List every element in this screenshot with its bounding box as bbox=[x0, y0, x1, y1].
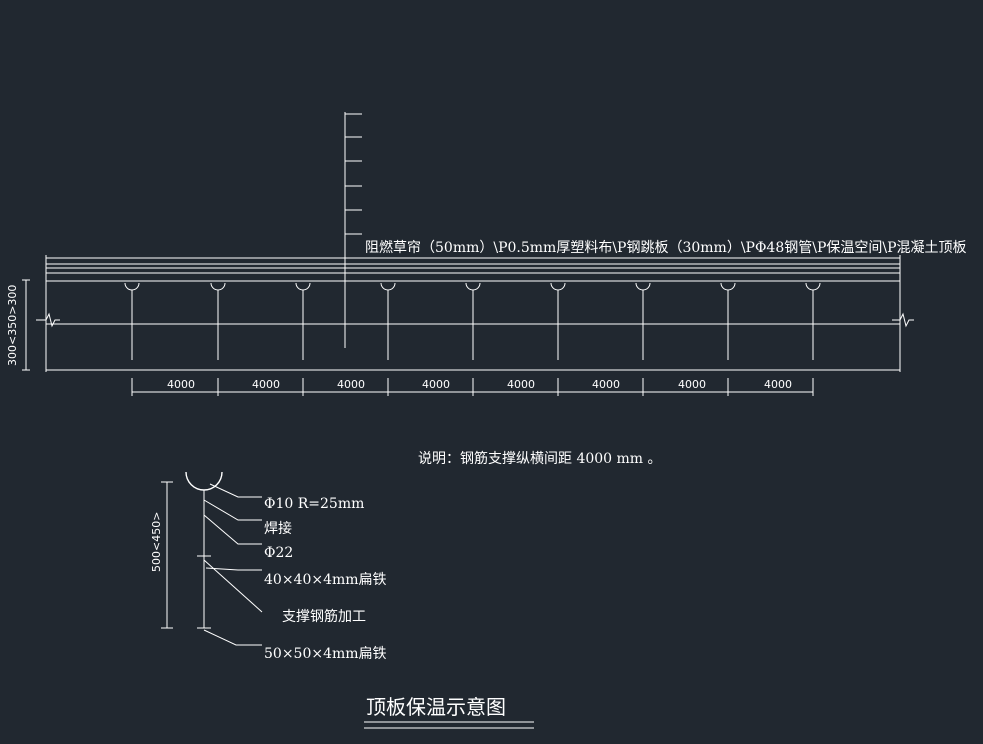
dim-text: 4000 bbox=[252, 378, 280, 391]
slab-layers bbox=[36, 255, 914, 372]
note-text: 说明：钢筋支撑纵横间距 4000 mm 。 bbox=[418, 450, 662, 467]
spacing-dimensions: 4000 4000 4000 4000 4000 4000 4000 4000 bbox=[131, 378, 814, 396]
detail-label: 支撑钢筋加工 bbox=[282, 608, 366, 625]
support-detail: 500<450> Φ10 R=25mm 焊接 Φ22 40×40×4mm扁铁 支… bbox=[150, 471, 387, 662]
drawing-title: 顶板保温示意图 bbox=[364, 695, 534, 729]
dim-text: 4000 bbox=[337, 378, 365, 391]
detail-label: Φ10 R=25mm bbox=[264, 496, 364, 512]
detail-dim-text: 500<450> bbox=[150, 512, 163, 572]
support bbox=[465, 282, 481, 360]
detail-label: 40×40×4mm扁铁 bbox=[264, 572, 387, 588]
dim-text: 4000 bbox=[764, 378, 792, 391]
dim-text: 4000 bbox=[507, 378, 535, 391]
support bbox=[635, 282, 651, 360]
support bbox=[210, 282, 226, 360]
dim-text: 4000 bbox=[678, 378, 706, 391]
supports bbox=[124, 282, 821, 360]
title-text: 顶板保温示意图 bbox=[366, 695, 506, 719]
detail-label: 50×50×4mm扁铁 bbox=[264, 646, 387, 662]
support bbox=[805, 282, 821, 360]
layer-leader bbox=[344, 112, 362, 348]
support bbox=[295, 282, 311, 360]
dim-text: 4000 bbox=[592, 378, 620, 391]
support bbox=[380, 282, 396, 360]
support bbox=[550, 282, 566, 360]
detail-label: Φ22 bbox=[264, 545, 293, 561]
detail-label: 焊接 bbox=[264, 520, 292, 537]
layer-label: 阻燃草帘（50mm）\P0.5mm厚塑料布\P钢跳板（30mm）\PΦ48钢管\… bbox=[365, 239, 967, 256]
dim-text: 4000 bbox=[422, 378, 450, 391]
support bbox=[720, 282, 736, 360]
dim-text: 4000 bbox=[167, 378, 195, 391]
support bbox=[124, 282, 140, 360]
side-dimension: 300<350>300 bbox=[6, 279, 30, 371]
side-dim-text: 300<350>300 bbox=[6, 285, 19, 366]
